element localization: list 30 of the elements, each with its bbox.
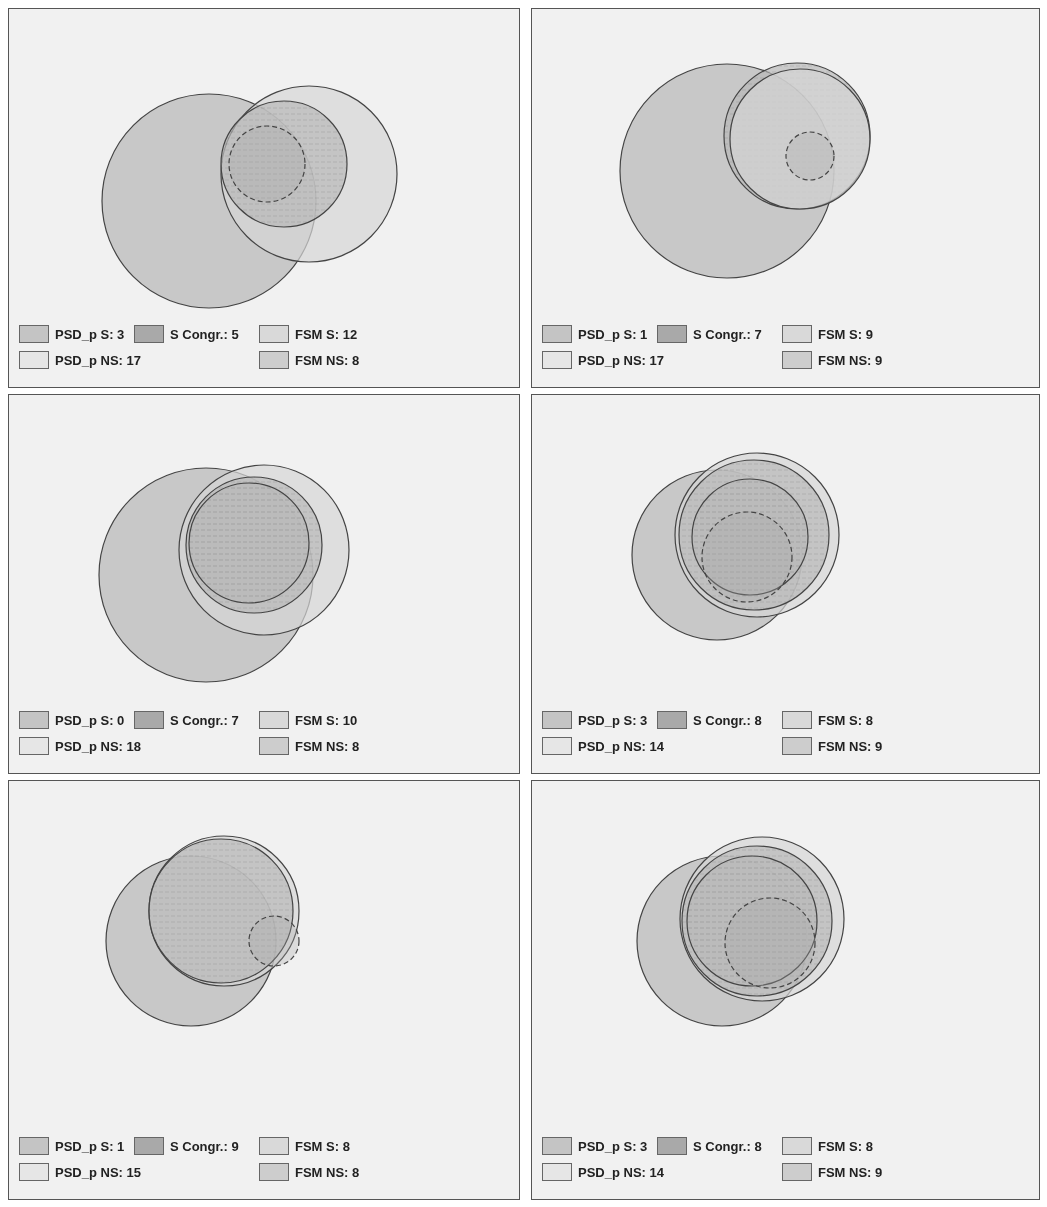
legend-label: S Congr.: 7	[170, 712, 239, 728]
legend-label: PSD_p S: 3	[578, 712, 648, 728]
legend-label: FSM S: 8	[818, 1138, 873, 1154]
legend-label: FSM S: 8	[818, 712, 873, 728]
legend-label: PSD_p S: 1	[55, 1138, 125, 1154]
legend-label: PSD_p S: 3	[578, 1138, 648, 1154]
legend-label: FSM S: 10	[295, 712, 358, 728]
legend-label: PSD_p S: 0	[55, 712, 125, 728]
legend-label: FSM S: 9	[818, 326, 873, 342]
legend-label: FSM NS: 8	[295, 352, 360, 368]
legend-label: PSD_p S: 3	[55, 326, 125, 342]
legend-label: FSM NS: 9	[818, 738, 883, 754]
legend-label: FSM NS: 9	[818, 1164, 883, 1180]
legend-label: S Congr.: 9	[170, 1138, 239, 1154]
legend-label: FSM NS: 8	[295, 738, 360, 754]
legend-label: FSM NS: 9	[818, 352, 883, 368]
legend-label: PSD_p S: 1	[578, 326, 648, 342]
legend-label: PSD_p NS: 14	[578, 1164, 664, 1180]
legend-label: S Congr.: 8	[693, 1138, 762, 1154]
legend-label: PSD_p NS: 17	[578, 352, 664, 368]
legend-label: S Congr.: 5	[170, 326, 239, 342]
legend-label: PSD_p NS: 14	[578, 738, 664, 754]
legend-label: PSD_p NS: 15	[55, 1164, 141, 1180]
legend-label: PSD_p NS: 17	[55, 352, 141, 368]
legend-label: FSM S: 12	[295, 326, 358, 342]
legend-label: PSD_p NS: 18	[55, 738, 141, 754]
legend-label: FSM NS: 8	[295, 1164, 360, 1180]
legend-label: FSM S: 8	[295, 1138, 350, 1154]
legend-label: S Congr.: 7	[693, 326, 762, 342]
legend-label: S Congr.: 8	[693, 712, 762, 728]
